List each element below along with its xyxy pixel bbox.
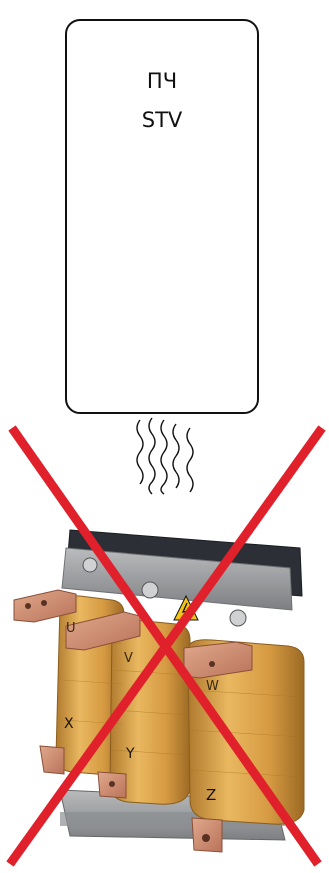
clamp-bolt: [230, 610, 246, 626]
terminal-x: [40, 746, 64, 774]
terminal-letter-w: W: [206, 679, 219, 694]
converter-label-line1: ПЧ: [66, 67, 258, 95]
terminal-letter-y: Y: [125, 746, 135, 762]
terminal-letter-v: V: [124, 651, 133, 666]
clamp-bolt: [83, 558, 97, 572]
converter-label-line2: STV: [66, 106, 258, 134]
heat-waves: [137, 418, 193, 494]
terminal-letter-z: Z: [206, 786, 216, 804]
terminal-letter-x: X: [64, 716, 74, 732]
clamp-bolt: [142, 582, 158, 598]
terminal-letter-u: U: [66, 621, 76, 636]
